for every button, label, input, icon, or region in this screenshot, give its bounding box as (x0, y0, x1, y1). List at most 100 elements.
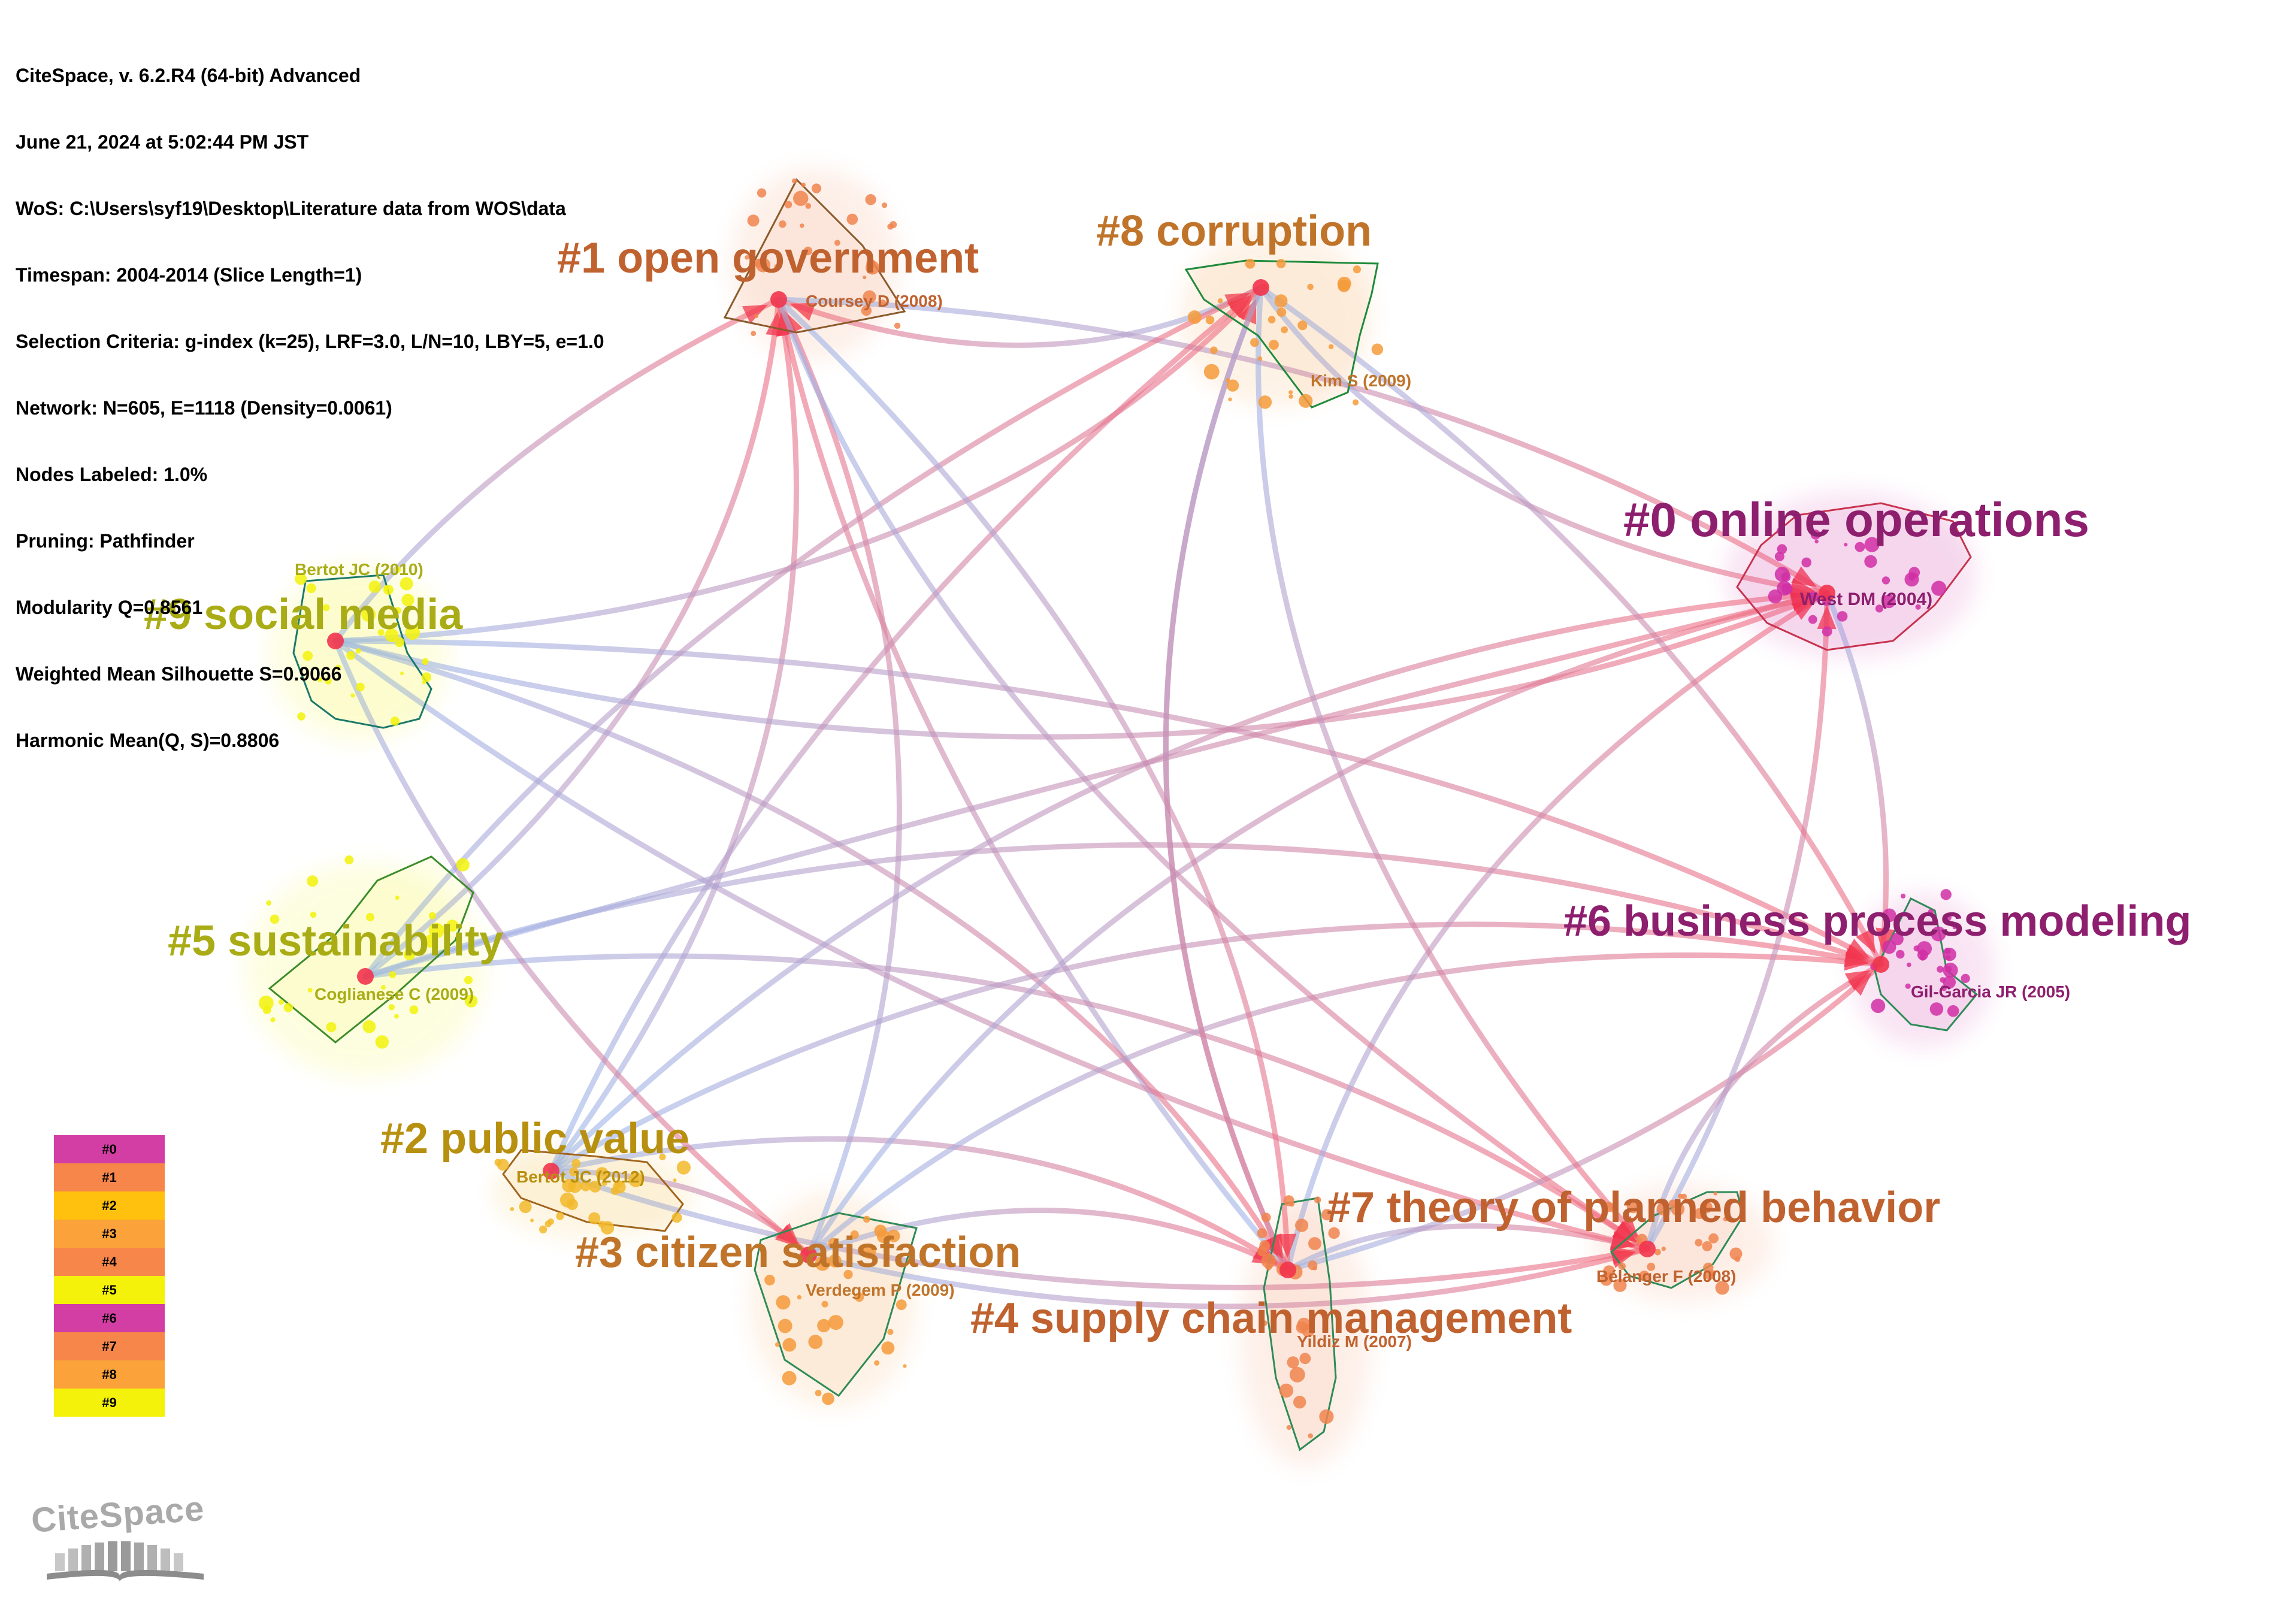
cluster-node (1250, 338, 1259, 347)
cluster-node (907, 1258, 913, 1265)
cluster-node (344, 855, 354, 864)
cluster-color-legend: #0 #1 #2 #3 #4 #5 #6 #7 #8 #9 (54, 1135, 165, 1417)
cluster-hub-node (1819, 585, 1835, 601)
cluster-glow (731, 168, 899, 359)
edge-arrowhead (1817, 604, 1837, 630)
cluster-node (258, 996, 274, 1011)
citation-edge (1163, 285, 1291, 1273)
cluster-node (793, 190, 809, 206)
cluster-hull (723, 178, 906, 334)
cluster-node (1713, 1191, 1717, 1196)
cluster-node (1261, 1212, 1271, 1223)
cluster-node (385, 628, 399, 642)
citation-edge (1644, 590, 1830, 1252)
cluster-node (1896, 949, 1905, 959)
cluster-node (815, 1256, 830, 1271)
cluster-node (1308, 1237, 1321, 1250)
cluster-node (764, 1275, 775, 1286)
cluster-node (903, 1364, 907, 1368)
info-line: Selection Criteria: g-index (k=25), LRF=… (16, 331, 604, 352)
cluster-node (1265, 1263, 1272, 1271)
cluster-node (615, 1180, 622, 1188)
info-line: Timespan: 2004-2014 (Slice Length=1) (16, 264, 362, 286)
cluster-node (401, 594, 415, 607)
citation-edge (1256, 285, 1650, 1252)
node-label: Bertot JC (2010) (295, 560, 423, 579)
cluster-node (601, 1180, 607, 1186)
cluster-node (1931, 580, 1947, 596)
cluster-node (747, 214, 760, 227)
cluster-node (1864, 555, 1877, 568)
cluster-node (754, 314, 759, 318)
cluster-node (375, 1035, 389, 1049)
node-label: Coursey D (2008) (806, 292, 943, 310)
legend-swatch: #0 (54, 1135, 165, 1163)
cluster-node (394, 607, 401, 614)
cluster-node (1328, 1227, 1340, 1239)
cluster-node (355, 648, 361, 654)
node-label: West DM (2004) (1800, 589, 1932, 609)
cluster-label: #7 theory of planned behavior (1327, 1184, 1940, 1232)
citation-edge (332, 638, 1291, 1273)
cluster-node (1837, 611, 1848, 622)
cluster-node (808, 1335, 823, 1350)
cluster-node (1310, 1318, 1315, 1324)
citation-edge (776, 297, 1291, 1273)
cluster-node (1626, 1200, 1640, 1214)
cluster-node (671, 1212, 682, 1223)
citation-edge (806, 952, 1884, 1258)
cluster-node (846, 213, 858, 225)
cluster-node (589, 1181, 601, 1193)
citation-edge (806, 590, 1830, 1258)
cluster-node (307, 988, 313, 993)
cluster-node (782, 1371, 797, 1386)
cluster-hub-node (1873, 956, 1889, 973)
cluster-hub-node (1253, 279, 1269, 296)
cluster-node (775, 1342, 780, 1347)
cluster-node (1776, 527, 1784, 535)
cluster-node (456, 858, 470, 872)
cluster-node (1944, 948, 1951, 955)
cluster-node (1226, 378, 1230, 382)
citation-edge (332, 638, 1884, 967)
cluster-node (1328, 344, 1334, 349)
cluster-node (580, 1181, 591, 1191)
cluster-node (1703, 1262, 1714, 1274)
citation-edge (548, 921, 1884, 1174)
cluster-node (588, 1212, 601, 1224)
citation-edge (776, 297, 1650, 1252)
cluster-node (1283, 1195, 1294, 1206)
node-label: Bertot JC (2012) (516, 1168, 645, 1186)
legend-swatch: #1 (54, 1163, 165, 1191)
cluster-node (1293, 1396, 1306, 1409)
legend-swatch: #4 (54, 1248, 165, 1276)
info-line: Network: N=605, E=1118 (Density=0.0061) (16, 397, 392, 419)
cluster-node (519, 1200, 532, 1214)
cluster-node (881, 202, 888, 208)
cluster-node (1917, 941, 1932, 957)
cluster-node (297, 712, 305, 721)
cluster-node (863, 276, 867, 280)
cluster-node (1881, 594, 1896, 609)
cluster-node (843, 1269, 853, 1280)
cluster-node (464, 994, 478, 1008)
cluster-hub-node (1639, 1241, 1656, 1257)
cluster-node (1647, 1262, 1656, 1271)
cluster-node (745, 255, 749, 260)
citation-edge (548, 590, 1830, 1174)
cluster-node (1822, 626, 1832, 637)
cluster-hull (292, 574, 432, 729)
cluster-node (322, 604, 330, 612)
cluster-hull (1874, 897, 1979, 1032)
cluster-node (381, 985, 386, 990)
cluster-node (346, 651, 355, 660)
citation-edge (776, 297, 1291, 1273)
cluster-node (547, 1218, 554, 1225)
cluster-node (1681, 1193, 1687, 1200)
cluster-node (443, 924, 447, 928)
citation-edge (1285, 961, 1884, 1273)
info-line: Harmonic Mean(Q, S)=0.8806 (16, 730, 280, 751)
cluster-node (1928, 909, 1934, 915)
cluster-label: #5 sustainability (168, 917, 503, 965)
